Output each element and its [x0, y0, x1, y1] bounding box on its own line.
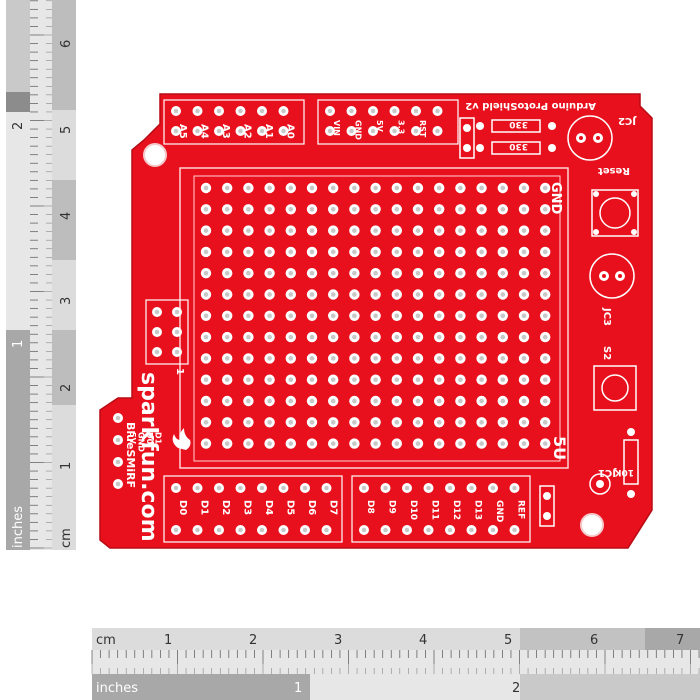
- power-pin-label-3: 3.3: [397, 120, 406, 134]
- proto-area-outline: [179, 167, 569, 469]
- digital-pin-label-5: D13: [473, 500, 483, 520]
- jc2-label: JC2: [618, 115, 637, 126]
- flame-logo: [172, 428, 191, 450]
- left-cm-number-1: 1: [59, 462, 74, 470]
- sparkfun-brand: sparkfun.com: [136, 372, 161, 542]
- digital-pin-label-6: GND: [494, 500, 504, 522]
- digital-pin-label-6: D6: [306, 500, 317, 515]
- resistor-10k: [623, 428, 639, 498]
- power-pin-label-0: VIN: [332, 120, 341, 136]
- bottom-cm-label: cm: [96, 633, 116, 648]
- five-v-label: 5U: [550, 436, 569, 460]
- gnd-label: GND: [548, 182, 563, 215]
- power-pin-label-1: GND: [354, 120, 363, 140]
- digital-pin-label-2: D10: [408, 500, 418, 520]
- s2-button-footprint: [593, 365, 637, 411]
- analog-pin-label-2: A3: [220, 124, 231, 139]
- analog-pin-label-0: A5: [177, 124, 188, 139]
- digital-pin-label-3: D11: [430, 500, 440, 520]
- s2-label: S2: [601, 346, 612, 360]
- left-inch-number-1: 1: [11, 340, 26, 348]
- analog-pin-label-4: A1: [263, 124, 274, 139]
- bottom-cm-number-1: 1: [164, 633, 172, 648]
- bluesmirf-pin-label-1: GND: [137, 432, 146, 452]
- mounting-hole: [580, 513, 604, 537]
- reset-button-footprint: [591, 189, 639, 237]
- resistor-10k-label: 10K: [613, 467, 634, 477]
- digital-pin-label-1: D1: [199, 500, 210, 515]
- power-pin-label-4: RST: [418, 120, 427, 138]
- bottom-inch-label: inches: [96, 681, 138, 696]
- proto-grid: [200, 182, 551, 449]
- bottom-ruler: cm inches 1 2 3 4 5 6 7 1 2: [91, 628, 700, 700]
- analog-pin-label-3: A2: [242, 124, 253, 139]
- power-pin-label-2: 5V: [375, 120, 384, 133]
- analog-pin-label-1: A4: [199, 124, 210, 139]
- bottom-cm-number-3: 3: [334, 633, 342, 648]
- led-jc3-footprint: [589, 253, 635, 299]
- resistor-330-a: [476, 119, 556, 133]
- left-cm-number-6: 6: [59, 40, 74, 48]
- header-pads: [113, 99, 531, 543]
- digital-pin-label-7: REF: [516, 500, 526, 519]
- jc3-label: JC3: [601, 307, 612, 326]
- left-cm-number-5: 5: [59, 126, 74, 134]
- digital-pin-label-0: D0: [177, 500, 188, 515]
- resistor-330-a-label: 330: [509, 119, 528, 129]
- digital-pin-label-3: D3: [242, 500, 253, 515]
- digital-pin-label-4: D12: [451, 500, 461, 520]
- left-cm-number-2: 2: [59, 384, 74, 392]
- bottom-cm-number-2: 2: [249, 633, 257, 648]
- left-cm-label: cm: [59, 528, 74, 548]
- digital-pin-label-4: D4: [263, 500, 274, 515]
- left-cm-number-3: 3: [59, 297, 74, 305]
- digital-pin-label-0: D8: [365, 500, 375, 514]
- bluesmirf-pin-label-0: 5V: [128, 432, 137, 445]
- bottom-cm-number-4: 4: [419, 633, 427, 648]
- bottom-cm-number-6: 6: [590, 633, 598, 648]
- bottom-inch-number-1: 1: [294, 681, 302, 696]
- pcb-board: Arduino ProtoShield v2 GND 5U sparkfun.c…: [99, 93, 653, 549]
- left-inch-number-2: 2: [11, 122, 26, 130]
- left-inch-label: inches: [11, 506, 26, 548]
- bluesmirf-pin-label-2: D0: [145, 432, 154, 445]
- bluesmirf-pin-label-3: D1: [154, 432, 163, 445]
- mounting-hole: [143, 143, 167, 167]
- bluesmirf-label: BlueSMiRF: [124, 422, 137, 488]
- left-ruler: inches cm 1 2 1 2 3 4 5 6: [6, 0, 76, 550]
- resistor-330-b-label: 330: [509, 141, 528, 151]
- analog-pin-label-5: A0: [285, 124, 296, 139]
- led-jc2-footprint: [567, 115, 613, 161]
- left-cm-number-4: 4: [59, 212, 74, 220]
- jc1-label: JC1: [598, 467, 617, 478]
- resistor-330-b: [476, 141, 556, 155]
- digital-pin-label-5: D5: [285, 500, 296, 515]
- digital-pin-label-7: D7: [328, 500, 339, 515]
- bottom-cm-number-7: 7: [676, 633, 684, 648]
- pin1-label: 1: [174, 368, 185, 375]
- digital-pin-label-2: D2: [220, 500, 231, 515]
- reset-label: Reset: [598, 165, 630, 176]
- bottom-inch-number-2: 2: [512, 681, 520, 696]
- board-title: Arduino ProtoShield v2: [465, 100, 596, 111]
- digital-pin-label-1: D9: [387, 500, 397, 514]
- bottom-cm-number-5: 5: [504, 633, 512, 648]
